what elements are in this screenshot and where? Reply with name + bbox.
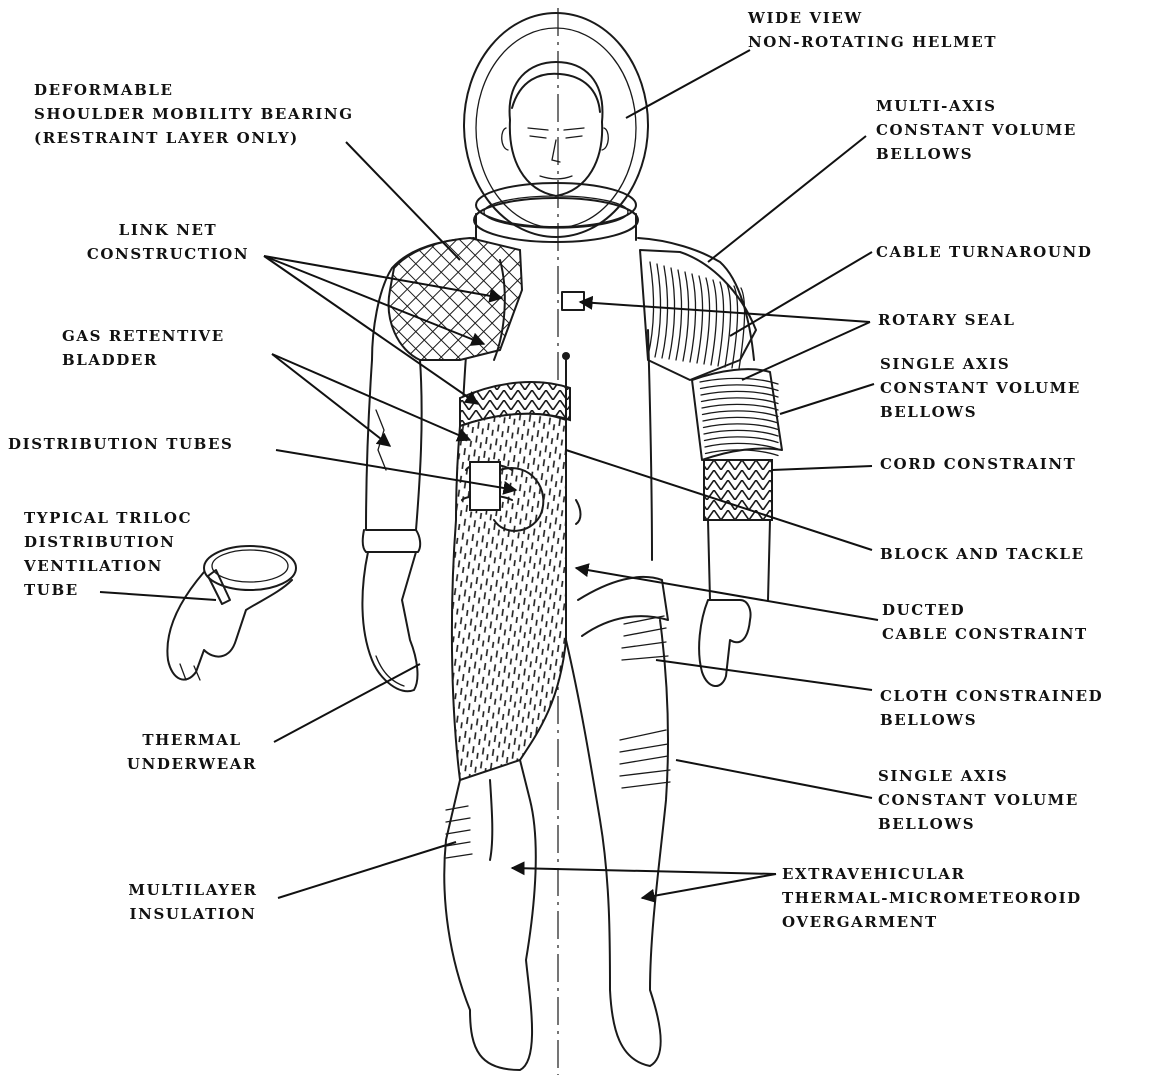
label-distribution-tubes: DISTRIBUTION TUBES [8,432,233,456]
shoulder-bellows-ridge [725,284,731,367]
right-leg [566,577,670,1066]
label-multi-axis-bellows-line-3: BELLOWS [876,142,1077,166]
label-ducted-cable-line-1: DUCTED [882,598,1088,622]
label-triloc-tube-line-1: TYPICAL TRILOC [24,506,192,530]
label-triloc-tube: TYPICAL TRILOC DISTRIBUTION VENTILATION … [24,506,192,602]
elbow-bellows-ridge [703,417,778,423]
label-block-and-tackle: BLOCK AND TACKLE [880,542,1085,566]
shoulder-bellows-ridge [718,282,724,366]
left-leg-underwear [452,414,566,780]
label-gas-bladder: GAS RETENTIVE BLADDER [62,324,225,372]
elbow-bellows [692,369,782,460]
label-block-and-tackle-line-1: BLOCK AND TACKLE [880,542,1085,566]
label-thermal-underwear-line-2: UNDERWEAR [112,752,272,776]
label-triloc-tube-line-2: DISTRIBUTION [24,530,192,554]
label-thermal-underwear: THERMAL UNDERWEAR [112,728,272,776]
label-triloc-tube-line-3: VENTILATION [24,554,192,578]
label-multi-axis-bellows-line-2: CONSTANT VOLUME [876,118,1077,142]
helmet-outline [464,13,648,237]
shoulder-bellows-ridge [655,264,661,357]
shoulder-bellows-ridge [683,272,689,361]
shoulder-bellows-ridge [732,286,738,368]
label-shoulder-bearing-line-3: (RESTRAINT LAYER ONLY) [34,126,354,150]
label-shoulder-bearing-line-2: SHOULDER MOBILITY BEARING [34,102,354,126]
label-helmet-line-1: WIDE VIEW [748,6,997,30]
label-single-axis-bellows-leg-line-2: CONSTANT VOLUME [878,788,1079,812]
label-ducted-cable: DUCTED CABLE CONSTRAINT [882,598,1088,646]
label-multilayer-insulation-line-1: MULTILAYER [110,878,276,902]
elbow-bellows-ridge [702,404,778,410]
elbow-bellows-ridge [700,378,778,384]
label-cord-constraint-line-1: CORD CONSTRAINT [880,452,1076,476]
label-thermal-underwear-line-1: THERMAL [112,728,272,752]
left-lower-leg [444,760,536,1070]
label-cloth-bellows-line-2: BELLOWS [880,708,1103,732]
label-cable-turnaround-line-1: CABLE TURNAROUND [876,240,1092,264]
label-distribution-tubes-line-1: DISTRIBUTION TUBES [8,432,233,456]
label-cord-constraint: CORD CONSTRAINT [880,452,1076,476]
label-cloth-bellows-line-1: CLOTH CONSTRAINED [880,684,1103,708]
label-gas-bladder-line-2: BLADDER [62,348,225,372]
label-ducted-cable-line-2: CABLE CONSTRAINT [882,622,1088,646]
label-overgarment: EXTRAVEHICULAR THERMAL-MICROMETEOROID OV… [782,862,1082,934]
label-multi-axis-bellows-line-1: MULTI-AXIS [876,94,1077,118]
label-triloc-tube-line-4: TUBE [24,578,192,602]
label-multi-axis-bellows: MULTI-AXIS CONSTANT VOLUME BELLOWS [876,94,1077,166]
label-link-net-line-1: LINK NET [70,218,266,242]
elbow-bellows-ridge [704,424,779,430]
elbow-bellows-ridge [702,398,779,404]
elbow-bellows-ridge [705,437,779,443]
label-link-net-line-2: CONSTRUCTION [70,242,266,266]
shoulder-bellows [648,262,745,369]
label-single-axis-bellows-leg-line-1: SINGLE AXIS [878,764,1079,788]
label-multilayer-insulation: MULTILAYER INSULATION [110,878,276,926]
shoulder-bellows-ridge [697,276,703,363]
label-link-net: LINK NET CONSTRUCTION [70,218,266,266]
elbow-bellows-ridge [704,430,778,436]
left-arm [362,360,421,691]
label-single-axis-bellows-leg-line-3: BELLOWS [878,812,1079,836]
label-overgarment-line-1: EXTRAVEHICULAR [782,862,1082,886]
label-single-axis-bellows-leg: SINGLE AXIS CONSTANT VOLUME BELLOWS [878,764,1079,836]
label-rotary-seal: ROTARY SEAL [878,308,1016,332]
label-overgarment-line-3: OVERGARMENT [782,910,1082,934]
shoulder-bellows-ridge [711,280,717,365]
label-single-axis-bellows-arm: SINGLE AXIS CONSTANT VOLUME BELLOWS [880,352,1081,424]
label-helmet-line-2: NON-ROTATING HELMET [748,30,997,54]
label-single-axis-bellows-arm-line-3: BELLOWS [880,400,1081,424]
label-overgarment-line-2: THERMAL-MICROMETEOROID [782,886,1082,910]
label-cloth-bellows: CLOTH CONSTRAINED BELLOWS [880,684,1103,732]
label-cable-turnaround: CABLE TURNAROUND [876,240,1092,264]
label-single-axis-bellows-arm-line-2: CONSTANT VOLUME [880,376,1081,400]
label-multilayer-insulation-line-2: INSULATION [110,902,276,926]
shoulder-bellows-ridge [704,278,710,364]
label-helmet: WIDE VIEW NON-ROTATING HELMET [748,6,997,54]
cord-constraint-band [704,460,772,520]
shoulder-bellows-ridge [690,274,696,362]
label-gas-bladder-line-1: GAS RETENTIVE [62,324,225,348]
label-shoulder-bearing-line-1: DEFORMABLE [34,78,354,102]
elbow-bellows-ridge [703,411,779,417]
shoulder-bellows-ridge [676,270,682,360]
elbow-bellows-ridge [701,391,778,397]
label-shoulder-bearing: DEFORMABLE SHOULDER MOBILITY BEARING (RE… [34,78,354,150]
shoulder-bellows-ridge [669,268,675,359]
label-single-axis-bellows-arm-line-1: SINGLE AXIS [880,352,1081,376]
shoulder-bellows-ridge [662,266,668,358]
label-rotary-seal-line-1: ROTARY SEAL [878,308,1016,332]
astronaut-head [502,62,609,196]
elbow-bellows-ridge [701,385,779,391]
